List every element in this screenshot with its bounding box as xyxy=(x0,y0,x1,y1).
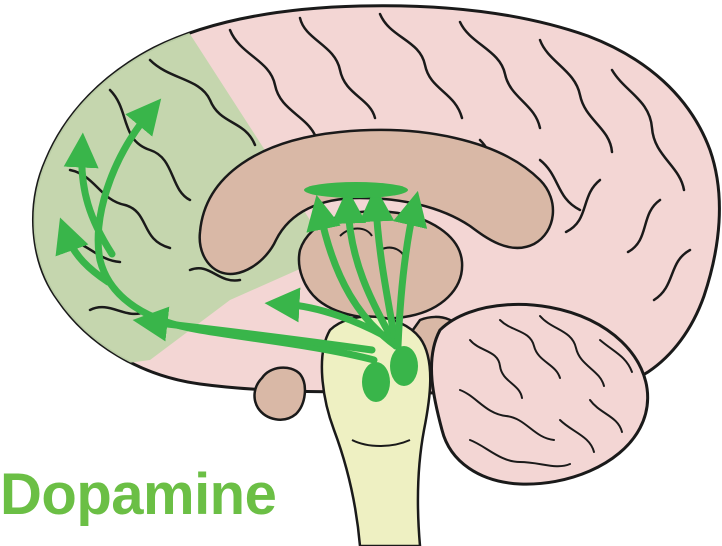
striatum-target-bar xyxy=(304,182,408,198)
dopamine-label: Dopamine xyxy=(0,466,276,524)
